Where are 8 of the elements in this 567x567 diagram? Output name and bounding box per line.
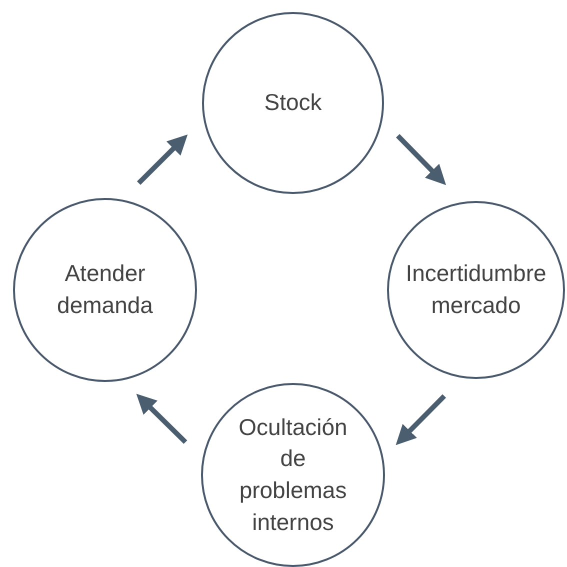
arrow <box>396 394 446 446</box>
arrow <box>136 394 188 444</box>
node-label: Atender demanda <box>56 259 154 320</box>
node-label: Incertidumbre mercado <box>404 259 548 320</box>
node-label: Stock <box>263 88 323 118</box>
arrow <box>136 134 188 185</box>
arrow <box>396 134 446 186</box>
node-label: Ocultación de problemas internos <box>238 412 348 537</box>
